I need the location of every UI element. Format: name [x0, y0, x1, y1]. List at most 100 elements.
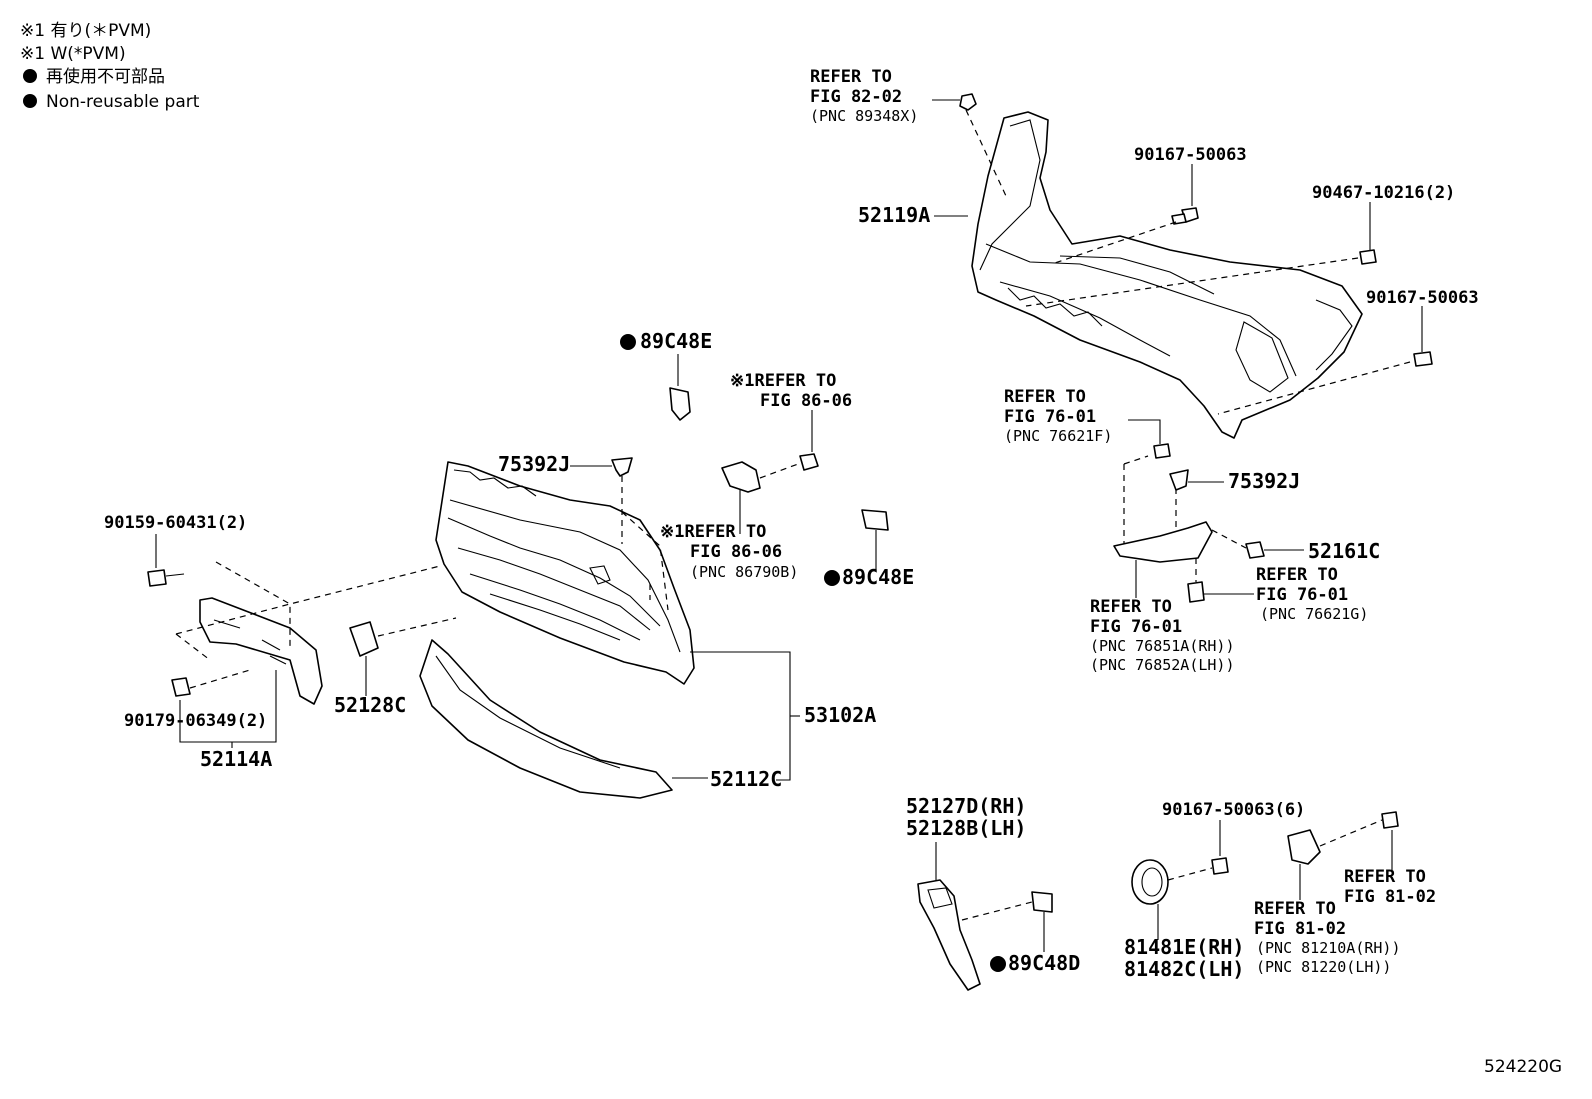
- label-53102a: 53102A: [804, 703, 876, 727]
- label-90167-50063-b: 90167-50063: [1366, 288, 1479, 308]
- nonreusable-dot-icon: [23, 94, 37, 108]
- label-refer-fig-76-01-c-line3: (PNC 76851A(RH)): [1090, 637, 1235, 655]
- label-52161c: 52161C: [1308, 539, 1380, 563]
- leader-dashed: [175, 565, 441, 635]
- side-reflector-drawing: [1113, 521, 1213, 563]
- leader-dashed: [1217, 361, 1411, 415]
- legend-note1-en: ※1 W(*PVM): [20, 44, 126, 64]
- label-refer-fig-76-01-a-line1: REFER TO: [1004, 387, 1086, 407]
- leader-line: [1128, 419, 1161, 444]
- part-labels: REFER TO FIG 82-02 (PNC 89348X) 52119A 9…: [104, 67, 1562, 1077]
- fog-cover-opening: [927, 887, 953, 909]
- label-refer-fig-76-01-a-line3: (PNC 76621F): [1004, 427, 1112, 445]
- label-refer-fig-86-06-a-line1: ※1REFER TO: [730, 371, 836, 391]
- leader-dashed: [759, 463, 799, 479]
- label-refer-fig-76-01-b-line1: REFER TO: [1256, 565, 1338, 585]
- retainer-89c48e-drawing: [669, 387, 691, 421]
- label-refer-fig-86-06-b-line1: ※1REFER TO: [660, 522, 766, 542]
- leader-dashed: [189, 669, 251, 689]
- label-refer-fig-81-02-b-line4: (PNC 81220(LH)): [1256, 958, 1391, 976]
- label-52128b-lh: 52128B(LH): [906, 816, 1026, 840]
- bolt-icon: [1171, 207, 1199, 225]
- label-refer-fig-76-01-c-line1: REFER TO: [1090, 597, 1172, 617]
- clip-75392j-drawing: [611, 457, 633, 477]
- leader-dashed: [1319, 819, 1383, 847]
- fog-lamp-lens: [1141, 867, 1163, 897]
- label-90467-10216: 90467-10216(2): [1312, 183, 1455, 203]
- leader-dashed: [215, 561, 291, 650]
- label-52119a: 52119A: [858, 203, 930, 227]
- upper-bumper-cover-drawing: [971, 111, 1363, 439]
- lower-molding-edge: [435, 655, 621, 769]
- label-90179-06349: 90179-06349(2): [124, 711, 267, 731]
- label-52112c: 52112C: [710, 767, 782, 791]
- label-89c48d: 89C48D: [1008, 951, 1080, 975]
- legend-nonreusable-ja: 再使用不可部品: [46, 66, 165, 87]
- label-refer-fig-86-06-b-line3: (PNC 86790B): [690, 563, 798, 581]
- label-refer-fig-76-01-c-line4: (PNC 76852A(LH)): [1090, 656, 1235, 674]
- screw-52161c-drawing: [1245, 541, 1265, 559]
- label-81482c-lh: 81482C(LH): [1124, 957, 1244, 981]
- label-refer-fig-81-02-b-line3: (PNC 81210A(RH)): [1256, 939, 1401, 957]
- nonreusable-dot-icon: [23, 69, 37, 83]
- label-75392j-right: 75392J: [1228, 469, 1300, 493]
- label-refer-fig-82-02-line2: FIG 82-02: [810, 87, 902, 107]
- license-bracket-detail: [213, 619, 287, 665]
- clip-89348x-drawing: [959, 93, 977, 111]
- bolt-icon: [147, 569, 167, 587]
- leader-dashed: [175, 633, 211, 661]
- leader-dashed: [1123, 455, 1149, 465]
- nonreusable-dot-icon: [620, 334, 636, 350]
- bolt-icon: [1359, 249, 1377, 265]
- label-refer-fig-81-02-b-line1: REFER TO: [1254, 899, 1336, 919]
- nonreusable-dot-icon: [824, 570, 840, 586]
- label-refer-fig-76-01-a-line2: FIG 76-01: [1004, 407, 1096, 427]
- legend: ※1 有り(＊PVM) ※1 W(*PVM) 再使用不可部品 Non-reusa…: [20, 21, 200, 112]
- label-refer-fig-81-02-a-line2: FIG 81-02: [1344, 887, 1436, 907]
- label-refer-fig-76-01-b-line3: (PNC 76621G): [1260, 605, 1368, 623]
- leader-bracket: [179, 670, 277, 743]
- fog-lamp-unit-drawing: [1287, 829, 1321, 865]
- label-90167-50063-6: 90167-50063(6): [1162, 800, 1305, 820]
- bolt-icon: [1413, 351, 1433, 367]
- label-refer-fig-82-02-line1: REFER TO: [810, 67, 892, 87]
- fog-lamp-drawing: [1131, 859, 1169, 905]
- label-refer-fig-86-06-a-line2: FIG 86-06: [760, 391, 852, 411]
- label-refer-fig-76-01-b-line2: FIG 76-01: [1256, 585, 1348, 605]
- label-refer-fig-81-02-b-line2: FIG 81-02: [1254, 919, 1346, 939]
- cap-52128c-drawing: [349, 621, 379, 657]
- legend-nonreusable-en: Non-reusable part: [46, 92, 200, 112]
- clip-76621g-drawing: [1187, 581, 1205, 603]
- leader-dashed: [621, 511, 669, 611]
- figure-id: 524220G: [1484, 1057, 1562, 1077]
- leader-dashed: [1167, 867, 1213, 881]
- sensor-bracket-drawing: [721, 461, 761, 493]
- lower-molding-drawing: [419, 639, 673, 799]
- label-refer-fig-76-01-c-line2: FIG 76-01: [1090, 617, 1182, 637]
- retainer-89c48d-drawing: [1031, 891, 1053, 913]
- nonreusable-dot-icon: [990, 956, 1006, 972]
- license-bracket-drawing: [199, 597, 323, 705]
- bolt-icon: [1211, 857, 1229, 875]
- legend-note1-ja: ※1 有り(＊PVM): [20, 21, 151, 41]
- clip-75392j-drawing: [1169, 469, 1189, 491]
- label-75392j-left: 75392J: [498, 452, 570, 476]
- leader-dashed: [377, 617, 457, 637]
- bolt-icon: [799, 453, 819, 471]
- nut-icon: [171, 677, 191, 697]
- label-52127d-rh: 52127D(RH): [906, 794, 1026, 818]
- leader-dashed: [965, 109, 1007, 197]
- leader-dashed: [1211, 529, 1247, 549]
- label-89c48e-mid: 89C48E: [842, 565, 914, 589]
- label-89c48e-top: 89C48E: [640, 329, 712, 353]
- leader-dashed: [961, 901, 1033, 921]
- label-81481e-rh: 81481E(RH): [1124, 935, 1244, 959]
- label-refer-fig-86-06-b-line2: FIG 86-06: [690, 542, 782, 562]
- label-90167-50063-a: 90167-50063: [1134, 145, 1247, 165]
- leader-dashed: [1025, 257, 1359, 307]
- bolt-icon: [1381, 811, 1399, 829]
- label-52114a: 52114A: [200, 747, 272, 771]
- retainer-89c48e-drawing: [861, 509, 889, 531]
- label-90159-60431: 90159-60431(2): [104, 513, 247, 533]
